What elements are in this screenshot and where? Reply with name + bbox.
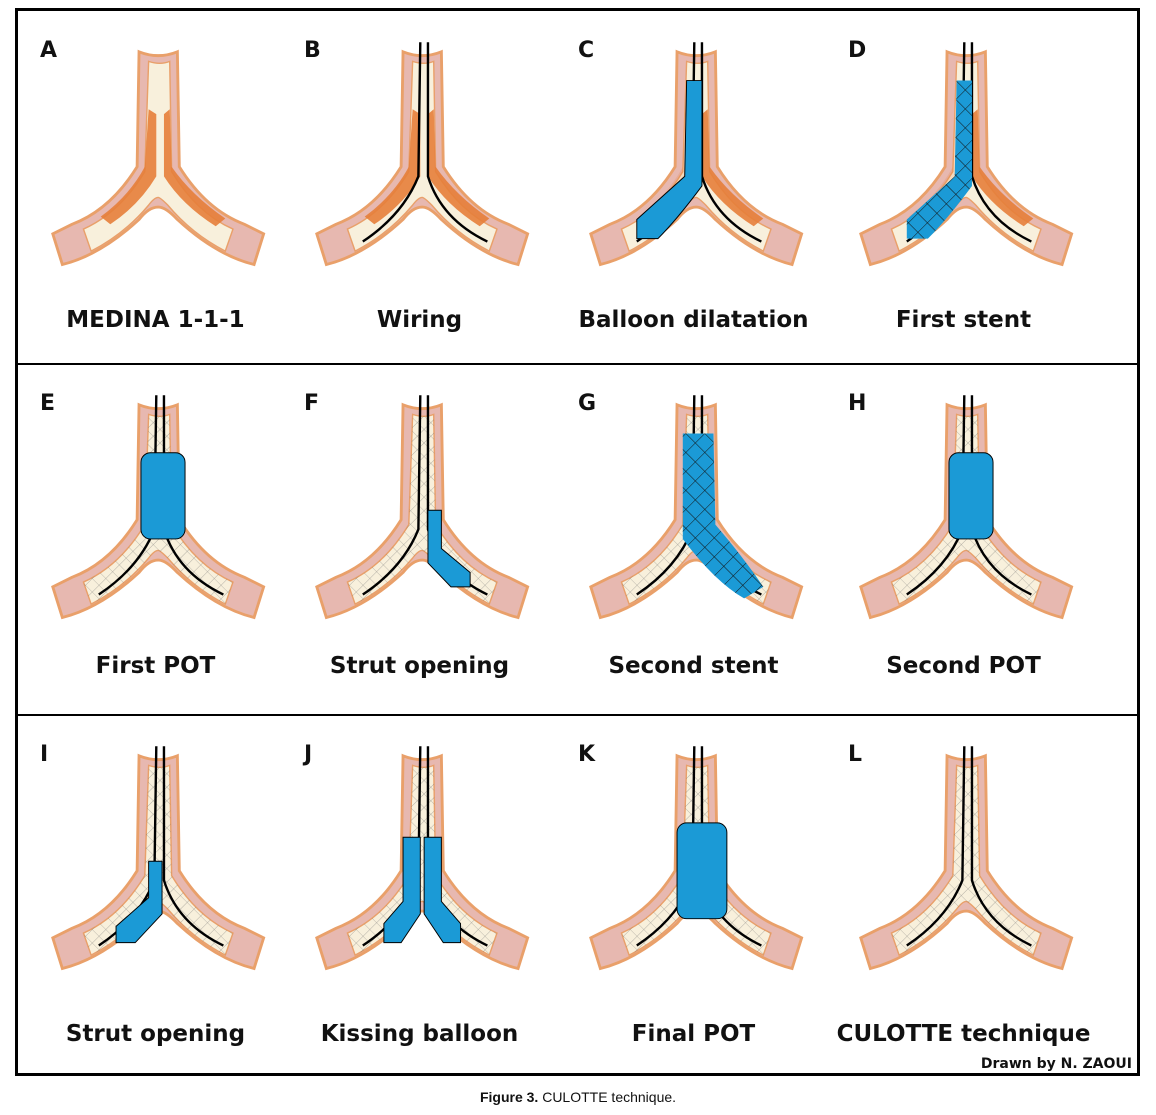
panel-letter: A <box>40 38 58 63</box>
panel-label: Second stent <box>608 653 779 679</box>
panel-label: Balloon dilatation <box>578 307 809 333</box>
panel-label: Strut opening <box>65 1021 246 1047</box>
panel-label: Second POT <box>886 653 1041 679</box>
vessel-bifurcation-drawing <box>315 42 530 267</box>
panel-j: J Kissing balloon <box>282 716 557 1066</box>
kissing-balloon-right <box>423 836 462 944</box>
vessel-bifurcation-drawing <box>315 746 530 971</box>
panel-d: D First stent <box>826 12 1101 362</box>
panel-label: Wiring <box>376 307 463 333</box>
panel-label: Final POT <box>631 1021 756 1047</box>
panel-letter: H <box>848 391 867 416</box>
panel-letter: G <box>578 391 597 416</box>
figure-caption: Figure 3. CULOTTE technique. <box>0 1089 1156 1105</box>
guide-wire <box>700 42 762 243</box>
panel-l: L CULOTTE technique <box>826 716 1101 1066</box>
panel-letter: J <box>304 742 313 767</box>
panel-h: H Second POT <box>826 365 1101 715</box>
plaque-right <box>971 109 1034 227</box>
stent-mesh <box>682 433 764 599</box>
pot-balloon <box>948 452 994 540</box>
vessel-bifurcation-drawing <box>859 42 1074 267</box>
kissing-balloon-left <box>383 836 421 944</box>
guide-wire <box>970 746 1032 947</box>
caption-label: Figure 3. <box>479 1089 539 1105</box>
panel-g: G Second stent <box>556 365 831 715</box>
panel-a: A MEDINA 1-1-1 <box>18 12 293 362</box>
guide-wire <box>426 42 488 243</box>
plaque-left <box>364 109 421 225</box>
pot-balloon <box>676 822 728 920</box>
illustrator-credit: Drawn by N. ZAOUI <box>980 1056 1132 1072</box>
vessel-bifurcation-drawing <box>51 746 266 971</box>
row-divider <box>15 714 1140 716</box>
panel-i: I Strut opening <box>18 716 293 1066</box>
panel-letter: K <box>578 742 596 767</box>
plaque-right <box>701 109 764 227</box>
vessel-bifurcation-drawing <box>589 746 804 971</box>
panel-label: Strut opening <box>329 653 510 679</box>
panel-f: F Strut opening <box>282 365 557 715</box>
vessel-bifurcation-drawing <box>589 42 804 267</box>
panel-b: B Wiring <box>282 12 557 362</box>
plaque-right <box>163 109 226 227</box>
panel-label: First stent <box>895 307 1032 333</box>
plaque-right <box>427 109 490 227</box>
panel-letter: B <box>304 38 321 63</box>
panel-label: MEDINA 1-1-1 <box>66 307 245 333</box>
balloon <box>636 80 703 240</box>
deployed-stent-struts <box>83 765 233 956</box>
guide-wire <box>162 746 224 947</box>
panel-k: K Final POT <box>556 716 831 1066</box>
panel-letter: I <box>40 742 49 767</box>
row-divider <box>15 363 1140 365</box>
balloon <box>427 509 471 588</box>
caption-text: CULOTTE technique. <box>542 1089 677 1105</box>
balloon <box>115 860 163 944</box>
vessel-bifurcation-drawing <box>51 395 266 620</box>
guide-wire <box>970 42 1032 243</box>
figure-frame <box>15 8 1140 1076</box>
guide-wire <box>906 746 966 947</box>
panel-letter: L <box>848 742 863 767</box>
panel-e: E First POT <box>18 365 293 715</box>
panel-letter: C <box>578 38 595 63</box>
deployed-stent-struts <box>891 765 1041 956</box>
panel-label: CULOTTE technique <box>836 1021 1091 1047</box>
deployed-stent-struts <box>347 414 497 605</box>
stent-mesh <box>906 80 972 239</box>
panel-letter: F <box>304 391 320 416</box>
guide-wire <box>362 395 422 596</box>
deployed-stent-struts <box>347 765 497 956</box>
panel-label: Kissing balloon <box>320 1021 519 1047</box>
vessel-bifurcation-drawing <box>589 395 804 620</box>
panel-label: First POT <box>95 653 216 679</box>
panel-c: C Balloon dilatation <box>556 12 831 362</box>
pot-balloon <box>140 452 186 540</box>
panel-letter: D <box>848 38 867 63</box>
plaque-left <box>100 109 157 225</box>
vessel-bifurcation-drawing <box>859 746 1074 971</box>
vessel-bifurcation-drawing <box>859 395 1074 620</box>
guide-wire <box>362 42 422 243</box>
vessel-bifurcation-drawing <box>315 395 530 620</box>
vessel-bifurcation-drawing <box>51 49 266 267</box>
panel-letter: E <box>40 391 56 416</box>
